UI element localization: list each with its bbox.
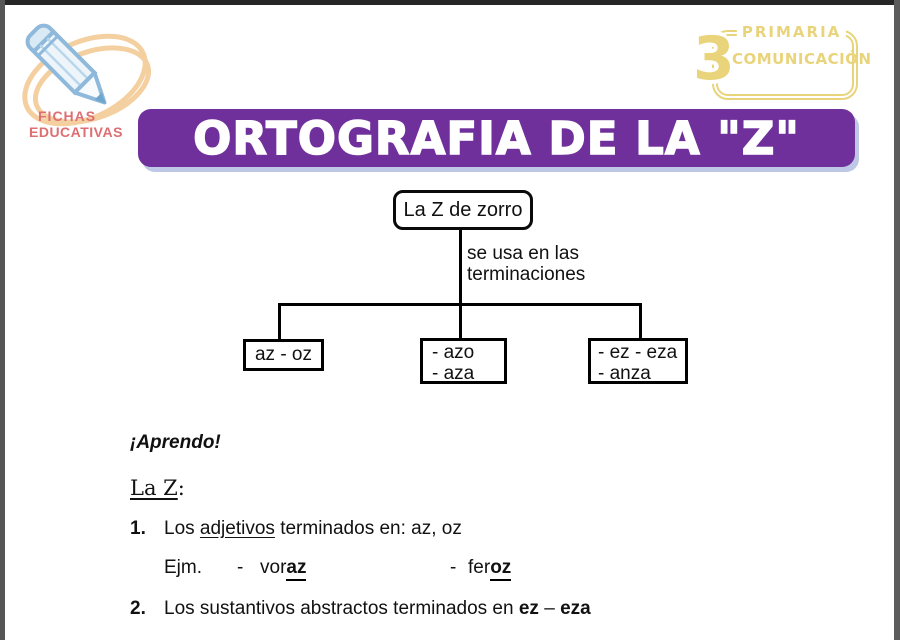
leaf3-line1: - ez - eza	[598, 342, 678, 363]
item1-underlined-word: adjetivos	[199, 518, 275, 539]
example-word-voraz: voraz	[260, 557, 307, 581]
diagram-connector-vertical-root	[459, 230, 462, 306]
diagram-connector-drop-middle	[459, 303, 462, 339]
logo-text-line2: EDUCATIVAS	[29, 124, 123, 140]
diagram-leaf-az-oz: az - oz	[243, 339, 324, 371]
diagram-leaf-ez-eza-anza: - ez - eza - anza	[588, 338, 688, 384]
leaf2-line2: - aza	[432, 363, 475, 384]
fichas-educativas-logo: FICHAS EDUCATIVAS	[22, 23, 152, 140]
diagram-caption-line1: se usa en las	[467, 243, 579, 264]
diagram-caption: se usa en las terminaciones	[467, 243, 585, 285]
badge-grade-number: 3	[693, 24, 735, 94]
title-banner: ORTOGRAFIA DE LA "Z"	[138, 109, 855, 167]
leaf2-line1: - azo	[432, 342, 475, 363]
diagram-leaf-azo-aza: - azo - aza	[420, 338, 507, 384]
page-edge-right	[894, 0, 900, 640]
item2-pre: Los sustantivos abstractos terminados en	[164, 598, 519, 619]
rule-item-1-number: 1.	[130, 518, 146, 539]
badge-subject-label: COMUNICACIÓN	[732, 50, 872, 68]
item1-pre: Los	[164, 518, 200, 539]
rule-item-2-text: Los sustantivos abstractos terminados en…	[164, 598, 591, 620]
diagram-connector-drop-right	[639, 303, 642, 339]
diagram-connector-drop-left	[278, 303, 281, 339]
rule-intro-colon: :	[177, 476, 185, 500]
item2-separator: –	[538, 598, 561, 619]
example-label: Ejm.	[164, 557, 202, 578]
pencil-icon	[25, 23, 107, 105]
section-heading: ¡Aprendo!	[130, 432, 221, 453]
rule-intro: La Z:	[130, 476, 185, 500]
word2-stem: fer	[468, 557, 491, 578]
example-word-feroz: feroz	[468, 557, 512, 581]
diagram-caption-line2: terminaciones	[467, 264, 586, 285]
rule-intro-underlined: La Z	[130, 476, 178, 500]
leaf1-line1: az - oz	[254, 344, 313, 365]
page-title: ORTOGRAFIA DE LA "Z"	[192, 111, 800, 166]
word1-stem: vor	[260, 557, 287, 578]
grade-badge: PRIMARIA 3 COMUNICACIÓN	[693, 23, 872, 100]
item1-post: terminados en: az, oz	[274, 518, 462, 539]
item2-ending1: ez	[518, 598, 539, 619]
item2-ending2: eza	[560, 598, 591, 619]
page-edge-top	[0, 0, 900, 5]
example-dash-1: -	[237, 557, 244, 578]
diagram-root-node: La Z de zorro	[393, 190, 533, 230]
page-edge-left	[0, 0, 5, 640]
rule-item-1-text: Los adjetivos terminados en: az, oz	[164, 518, 462, 540]
example-dash-2: -	[450, 557, 457, 578]
badge-level-label: PRIMARIA	[736, 23, 847, 41]
rule-item-2-number: 2.	[130, 598, 146, 619]
word2-ending: oz	[490, 557, 512, 581]
word1-ending: az	[286, 557, 307, 581]
leaf3-line2: - anza	[598, 363, 651, 384]
logo-text-line1: FICHAS	[38, 108, 96, 124]
